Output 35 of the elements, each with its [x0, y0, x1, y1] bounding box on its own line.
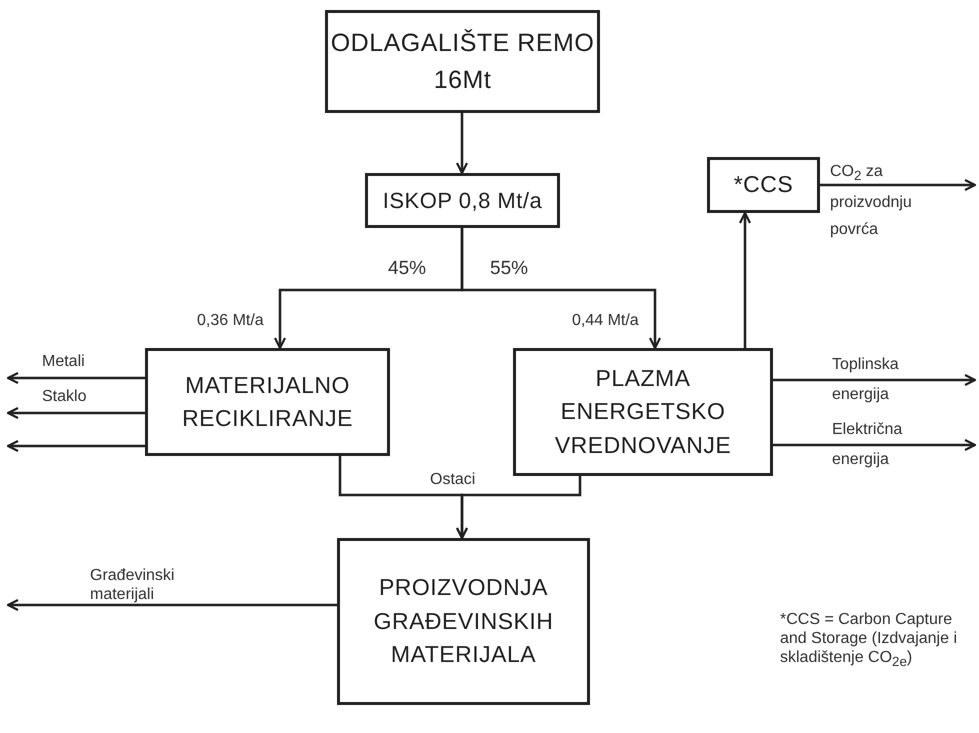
arrow — [6, 598, 337, 612]
footnote: *CCS = Carbon Capture and Storage (Izdvajanje i skladištenje CO$_{2e}$) — [780, 610, 958, 671]
edge-label: CO$_{2}$ za proizvodnju povrća — [830, 162, 913, 240]
arrow — [6, 440, 145, 452]
arrow — [6, 406, 145, 420]
box-text: ISKOP 0,8 Mt/a — [382, 186, 542, 215]
process-box — [337, 538, 590, 705]
process-box — [365, 173, 560, 228]
arrow — [460, 228, 662, 350]
edge-label: Toplinska energija — [832, 355, 900, 405]
edge-label: Električna energija — [832, 420, 904, 470]
arrow — [820, 178, 976, 192]
arrow — [456, 113, 468, 174]
arrow — [773, 374, 976, 386]
edge-label: Ostaci — [430, 470, 476, 490]
arrow — [773, 438, 976, 452]
edge-label: 55% — [490, 258, 528, 281]
edge-label: 45% — [388, 258, 426, 281]
edge-label: Građevinski materijali — [90, 566, 176, 604]
flow-rate-label: 0,36 Mt/a — [197, 311, 265, 330]
box-text: PROIZVODNJA GRAĐEVINSKIH MATERIJALA — [372, 573, 554, 670]
box-text: PLAZMA ENERGETSKO VREDNOVANJE — [554, 364, 732, 460]
box-text: MATERIJALNO RECIKLIRANJE — [181, 370, 354, 433]
arrow — [6, 372, 145, 384]
edge-label: Staklo — [42, 387, 86, 406]
box-text: ODLAGALIŠTE REMO 16Mt — [330, 28, 596, 96]
box-text: *CCS — [734, 170, 794, 200]
edge-label: Metali — [42, 352, 85, 372]
process-box — [325, 10, 600, 113]
flow-rate-label: 0,44 Mt/a — [572, 311, 640, 330]
process-box — [145, 348, 390, 456]
arrow — [738, 212, 752, 348]
arrow — [456, 476, 582, 540]
process-box — [707, 157, 820, 213]
process-box — [513, 348, 773, 476]
